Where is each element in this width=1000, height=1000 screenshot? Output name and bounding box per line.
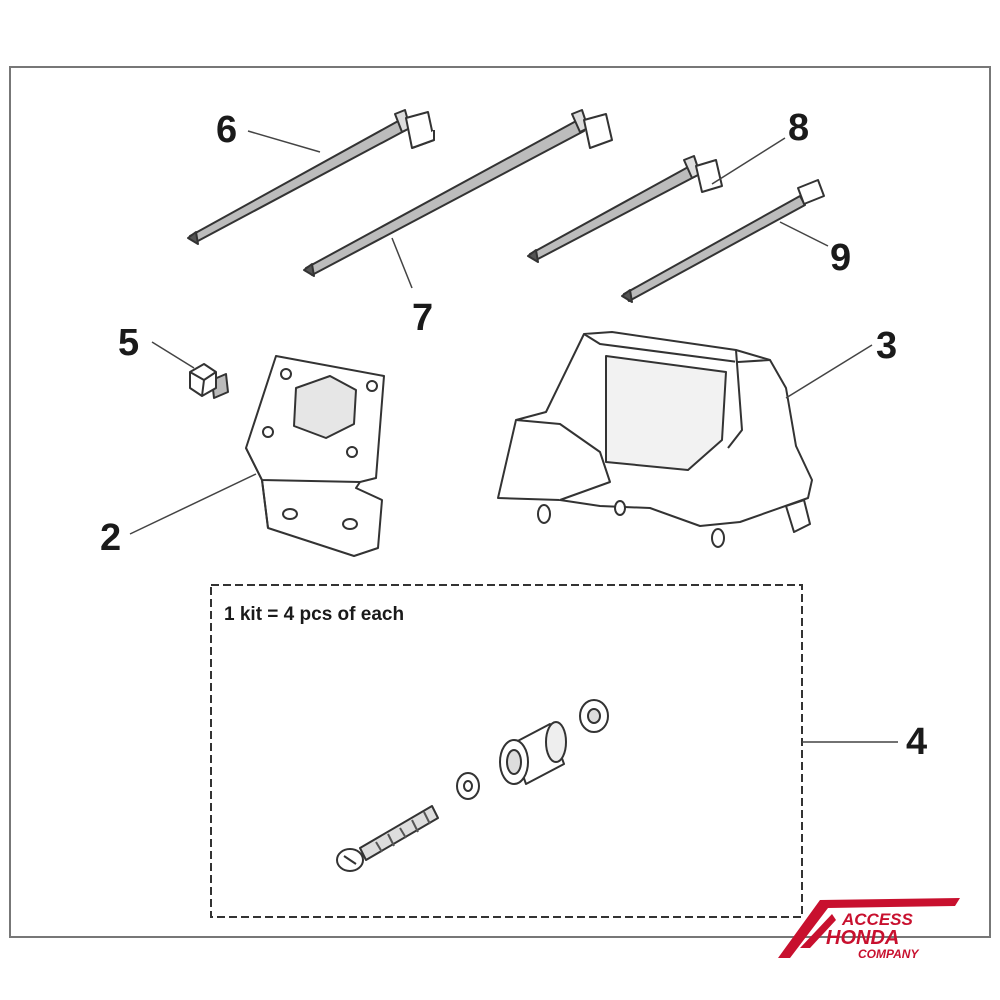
callout-9: 9 (830, 237, 851, 279)
cable-tie-8 (527, 155, 723, 263)
kit-note: 1 kit = 4 pcs of each (224, 604, 404, 625)
kit-parts (336, 699, 609, 872)
callout-7: 7 (412, 297, 433, 339)
cable-tie-6 (187, 109, 435, 245)
bracket-3 (497, 331, 813, 548)
bolt-5 (189, 363, 229, 399)
callout-3: 3 (876, 325, 897, 367)
access-honda-logo: ACCESS HONDA COMPANY (778, 898, 960, 961)
logo-swoosh (778, 898, 960, 958)
callout-5: 5 (118, 322, 139, 364)
leader-lines (129, 130, 898, 743)
logo-line2: HONDA (826, 927, 899, 949)
diagram-frame (9, 66, 991, 938)
kit-box (210, 584, 803, 918)
bracket-2 (245, 355, 385, 557)
cable-tie-9 (621, 179, 825, 303)
callout-4: 4 (906, 721, 927, 763)
callout-2: 2 (100, 517, 121, 559)
logo-line1: ACCESS (841, 910, 914, 929)
callout-6: 6 (216, 109, 237, 151)
cable-tie-7 (303, 109, 613, 277)
logo-line3: COMPANY (858, 947, 919, 961)
callout-8: 8 (788, 107, 809, 149)
